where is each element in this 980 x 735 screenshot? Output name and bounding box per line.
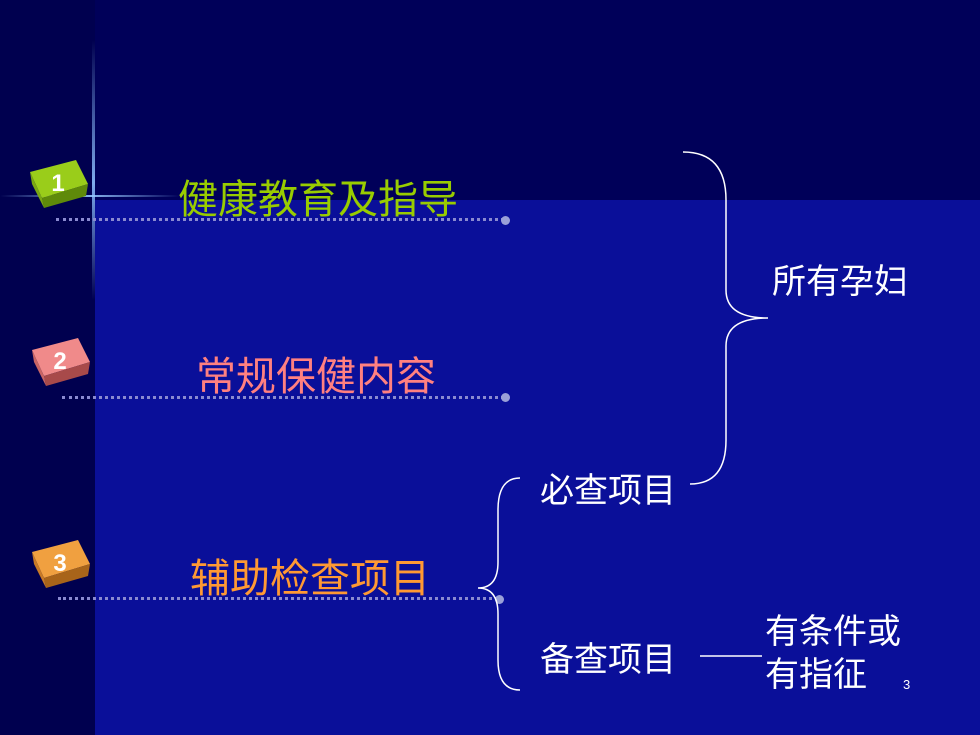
dot-end-3: [495, 595, 504, 604]
right-curly-brace: [682, 151, 769, 485]
text-required-exams: 必查项目: [540, 471, 676, 511]
text-condition-line2: 有指征: [765, 655, 867, 695]
text-all-pregnant: 所有孕妇: [772, 262, 908, 302]
item-label-auxiliary-exams: 辅助检查项目: [190, 556, 430, 602]
cube-number: 1: [51, 170, 65, 197]
page-number: 3: [903, 677, 911, 692]
cube-number: 2: [53, 348, 67, 375]
cube-icon-1: 1: [28, 158, 90, 210]
text-condition-line1: 有条件或: [765, 612, 901, 652]
cube-number: 3: [53, 550, 67, 577]
light-flare-horizontal: [0, 195, 180, 197]
light-flare-vertical: [92, 40, 95, 300]
item-label-health-education: 健康教育及指导: [178, 177, 458, 223]
item-label-routine-care: 常规保健内容: [196, 354, 436, 400]
dot-end-2: [501, 393, 510, 402]
cube-icon-2: 2: [30, 336, 92, 388]
cube-icon-3: 3: [30, 538, 92, 590]
dotted-line-3: [58, 597, 498, 600]
dot-end-1: [501, 216, 510, 225]
text-optional-exams: 备查项目: [540, 640, 676, 680]
dotted-line-1: [56, 218, 504, 221]
left-curly-brace: [477, 477, 521, 691]
background-top-band: [95, 0, 980, 200]
dotted-line-2: [62, 396, 504, 399]
background-main-area: [95, 200, 980, 735]
